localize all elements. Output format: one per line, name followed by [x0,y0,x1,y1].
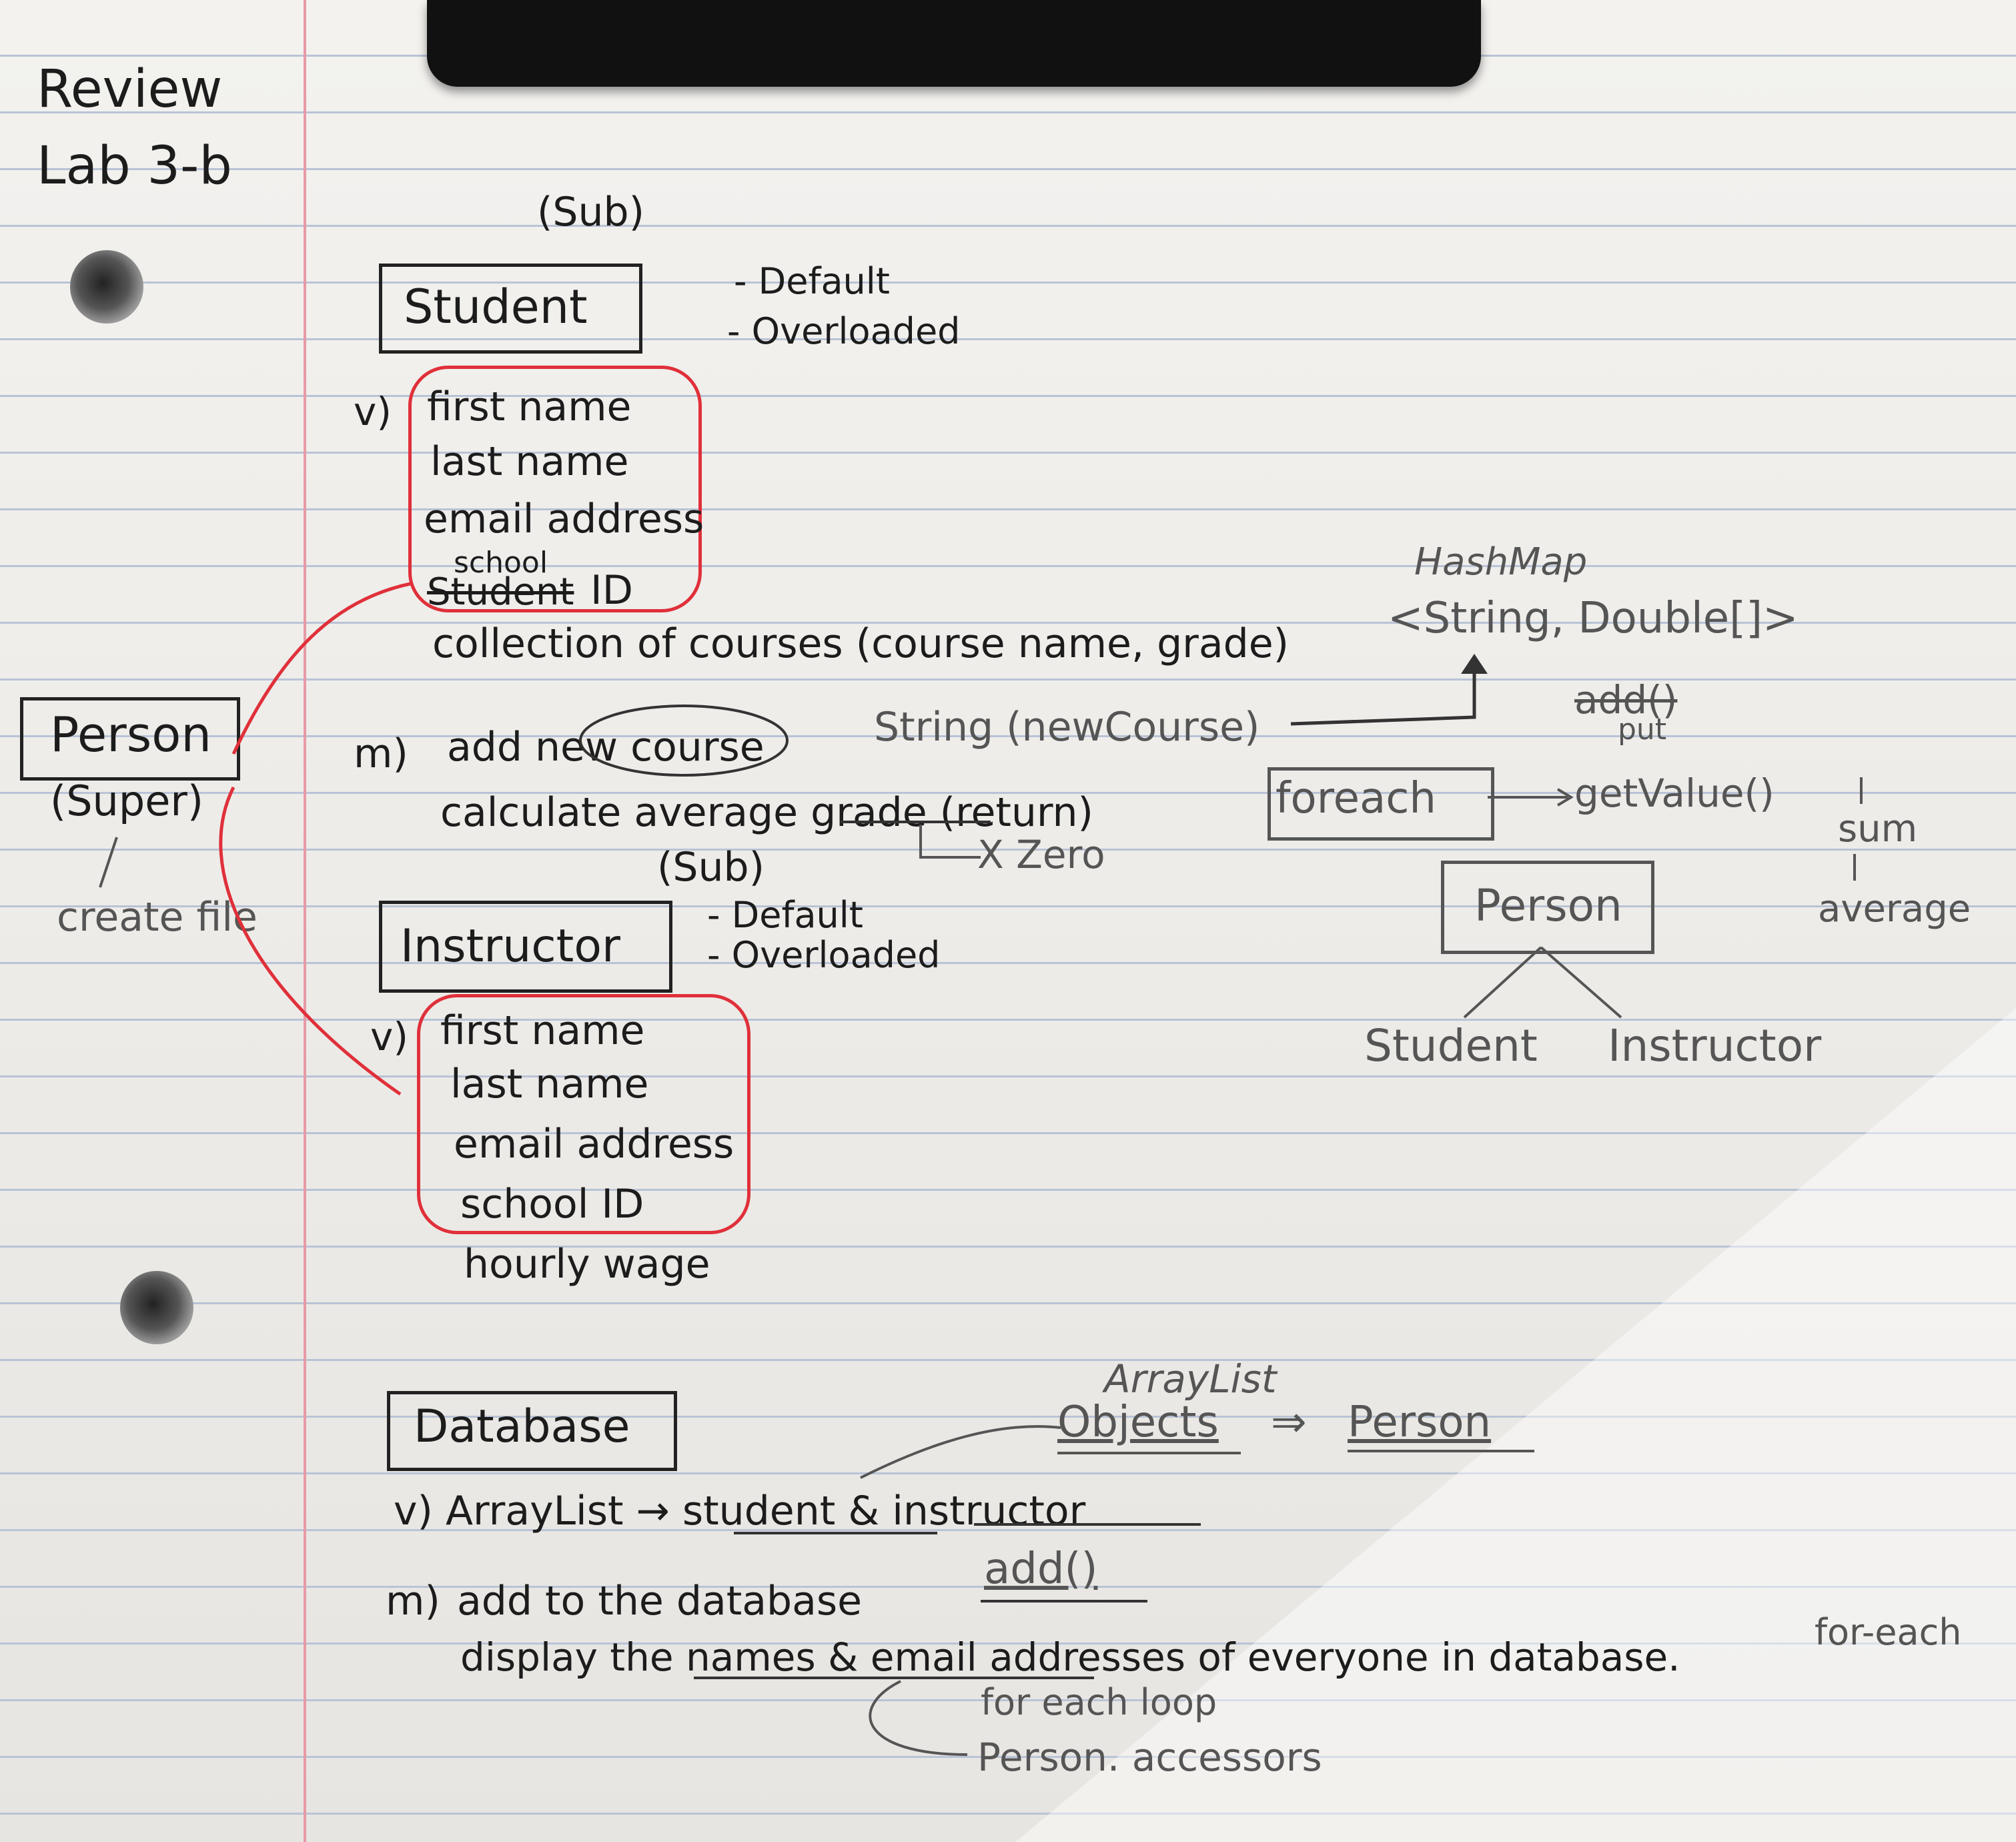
method-add-new-course: add new course [447,724,765,771]
person-role: (Super) [50,777,204,825]
foreach-bracket [869,1680,968,1756]
new-course-ellipse [579,705,789,777]
hierarchy-person: Person [1474,880,1622,931]
database-person: Person [1348,1398,1492,1447]
instructor-var-school-id: school ID [460,1181,644,1228]
foreach-box [1268,767,1494,841]
student-var-email: email address [424,496,704,542]
foreach-arrowhead [1556,788,1574,807]
instructor-var-last-name: last name [450,1061,649,1107]
database-m-marker: m) [386,1578,440,1625]
student-var-id: ID [590,567,633,614]
average-label: average [1818,887,1971,931]
database-display-line: display the names & email addresses of e… [460,1635,1680,1680]
margin-line [304,0,306,1842]
hashmap-label: HashMap [1414,540,1588,584]
add-struck: add() [1574,677,1678,723]
light-glare [1015,1008,2016,1842]
person-title: Person [50,707,211,763]
student-shared-fields-circle [408,366,702,612]
hierarchy-instructor: Instructor [1608,1020,1822,1071]
instructor-constructor-default: - Default [707,894,863,936]
hashmap-types: <String, Double[]> [1388,594,1799,643]
instructor-title: Instructor [400,920,620,973]
student-box [379,264,642,354]
database-title: Database [414,1400,630,1453]
put-method: put [1618,713,1667,747]
red-link-person-student [231,582,411,755]
student-var-last-name: last name [430,438,629,485]
database-add-method: add() [984,1544,1098,1594]
database-for-each-loop: for each loop [981,1681,1217,1723]
punch-hole-bottom [120,1271,193,1344]
instructor-var-hourly-wage: hourly wage [464,1241,710,1288]
student-m-marker: m) [354,731,408,777]
heading-lab: Lab 3-b [37,136,232,196]
method-calculate-average: calculate average grade (return) [440,789,1093,836]
student-var-collection: collection of courses (course name, grad… [432,620,1290,667]
instructor-shared-fields-circle [417,994,750,1234]
database-foreach-short: for-each [1815,1611,1962,1653]
database-add-text: add to the database [457,1578,863,1625]
student-constructor-default: - Default [734,260,890,302]
instructor-v-marker: v) [370,1014,408,1059]
person-box [20,697,240,781]
foreach-label: foreach [1276,774,1436,823]
student-var-school-insert: school [454,546,548,580]
clipboard-clip [427,0,1481,87]
instructor-var-email: email address [454,1121,734,1168]
student-var-first-name: first name [427,384,632,430]
person-tick [99,837,118,888]
student-constructor-overloaded: - Overloaded [727,310,961,352]
zero-bracket [919,825,981,859]
student-role: (Sub) [537,189,645,236]
string-new-course: String (newCourse) [874,704,1260,751]
hierarchy-branches [1463,946,1622,1019]
database-person-accessors: Person. accessors [977,1735,1322,1780]
student-instructor-underline [734,1523,1201,1534]
student-title: Student [404,280,588,334]
database-box [387,1391,677,1471]
heading-review: Review [37,59,223,119]
instructor-box [379,901,672,993]
hashmap-arrowhead [1461,654,1488,674]
database-arraylist-line: v) ArrayList → student & instructor [394,1488,1086,1534]
instructor-role: (Sub) [657,844,765,891]
hierarchy-student: Student [1364,1020,1538,1071]
getvalue-call: getValue() [1574,771,1775,816]
sum-label: sum [1838,807,1918,851]
x-zero-note: X Zero [977,832,1105,877]
objects-link [860,1425,1061,1479]
string-to-hashmap-arrow [1290,664,1476,726]
student-v-marker: v) [354,389,392,434]
red-link-person-instructor [219,786,402,1096]
person-create-file-note: create file [57,894,258,941]
database-arrow: ⇒ [1271,1398,1307,1447]
instructor-var-first-name: first name [440,1007,645,1054]
database-objects: Objects [1057,1398,1219,1447]
student-var-student-struck: Student [427,570,574,614]
instructor-constructor-overloaded: - Overloaded [707,934,941,976]
punch-hole-top [70,250,143,324]
database-arraylist-label: ArrayList [1104,1356,1277,1402]
